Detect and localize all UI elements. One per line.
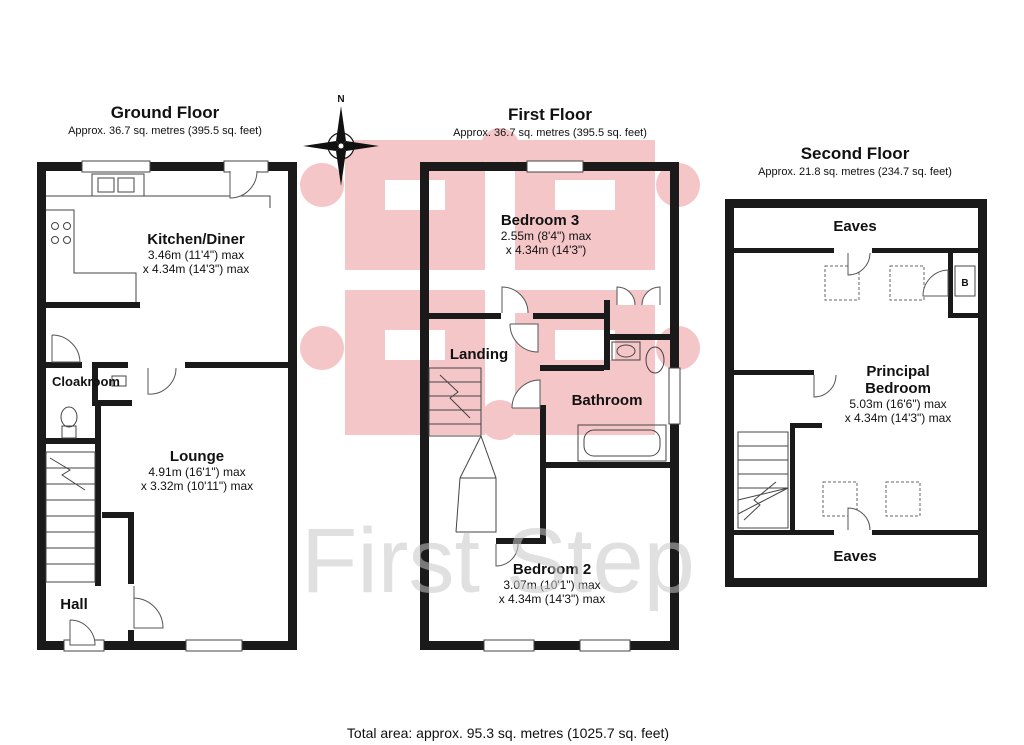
landing-label: Landing	[450, 346, 508, 363]
second-floor-title: Second Floor	[801, 144, 910, 163]
principal-bedroom-label-2: Bedroom	[865, 380, 931, 397]
principal-bedroom-dim2: x 4.34m (14'3") max	[845, 411, 952, 425]
first-floor-area: Approx. 36.7 sq. metres (395.5 sq. feet)	[453, 127, 647, 139]
principal-bedroom-dim1: 5.03m (16'6") max	[849, 397, 946, 411]
hall-label: Hall	[60, 596, 88, 613]
lounge-dim1: 4.91m (16'1") max	[148, 465, 245, 479]
watermark-text: First Step	[301, 510, 695, 612]
bedroom-3-dim1: 2.55m (8'4") max	[501, 229, 592, 243]
bathroom-label: Bathroom	[572, 392, 643, 409]
lounge-label: Lounge	[170, 448, 224, 465]
boiler-label: B	[961, 278, 968, 289]
ground-floor-area: Approx. 36.7 sq. metres (395.5 sq. feet)	[68, 125, 262, 137]
bedroom-3-label: Bedroom 3	[501, 212, 579, 229]
compass-icon: N	[303, 94, 379, 186]
bedroom-2-dim2: x 4.34m (14'3") max	[499, 592, 606, 606]
compass-north-label: N	[337, 94, 344, 105]
cloakroom-label: Cloakroom	[52, 374, 120, 389]
kitchen-diner-dim2: x 4.34m (14'3") max	[143, 262, 250, 276]
ground-floor-plan: Ground Floor Approx. 36.7 sq. metres (39…	[37, 103, 297, 652]
kitchen-diner-label: Kitchen/Diner	[147, 231, 245, 248]
first-floor-title: First Floor	[508, 105, 592, 124]
bedroom-2-label: Bedroom 2	[513, 561, 591, 578]
second-floor-plan: B Second Floor Approx. 21.8 sq. metres (…	[725, 144, 987, 587]
kitchen-diner-dim1: 3.46m (11'4") max	[148, 248, 244, 262]
total-area: Total area: approx. 95.3 sq. metres (102…	[347, 725, 669, 741]
eaves-bottom-label: Eaves	[833, 548, 876, 565]
bedroom-3-dim2: x 4.34m (14'3")	[506, 243, 587, 257]
principal-bedroom-label-1: Principal	[866, 363, 929, 380]
first-floor-plan: First Floor Approx. 36.7 sq. metres (395…	[420, 105, 681, 652]
bedroom-2-dim1: 3.07m (10'1") max	[503, 578, 600, 592]
second-floor-area: Approx. 21.8 sq. metres (234.7 sq. feet)	[758, 166, 952, 178]
ground-floor-title: Ground Floor	[111, 103, 220, 122]
eaves-top-label: Eaves	[833, 218, 876, 235]
lounge-dim2: x 3.32m (10'11") max	[141, 479, 253, 493]
